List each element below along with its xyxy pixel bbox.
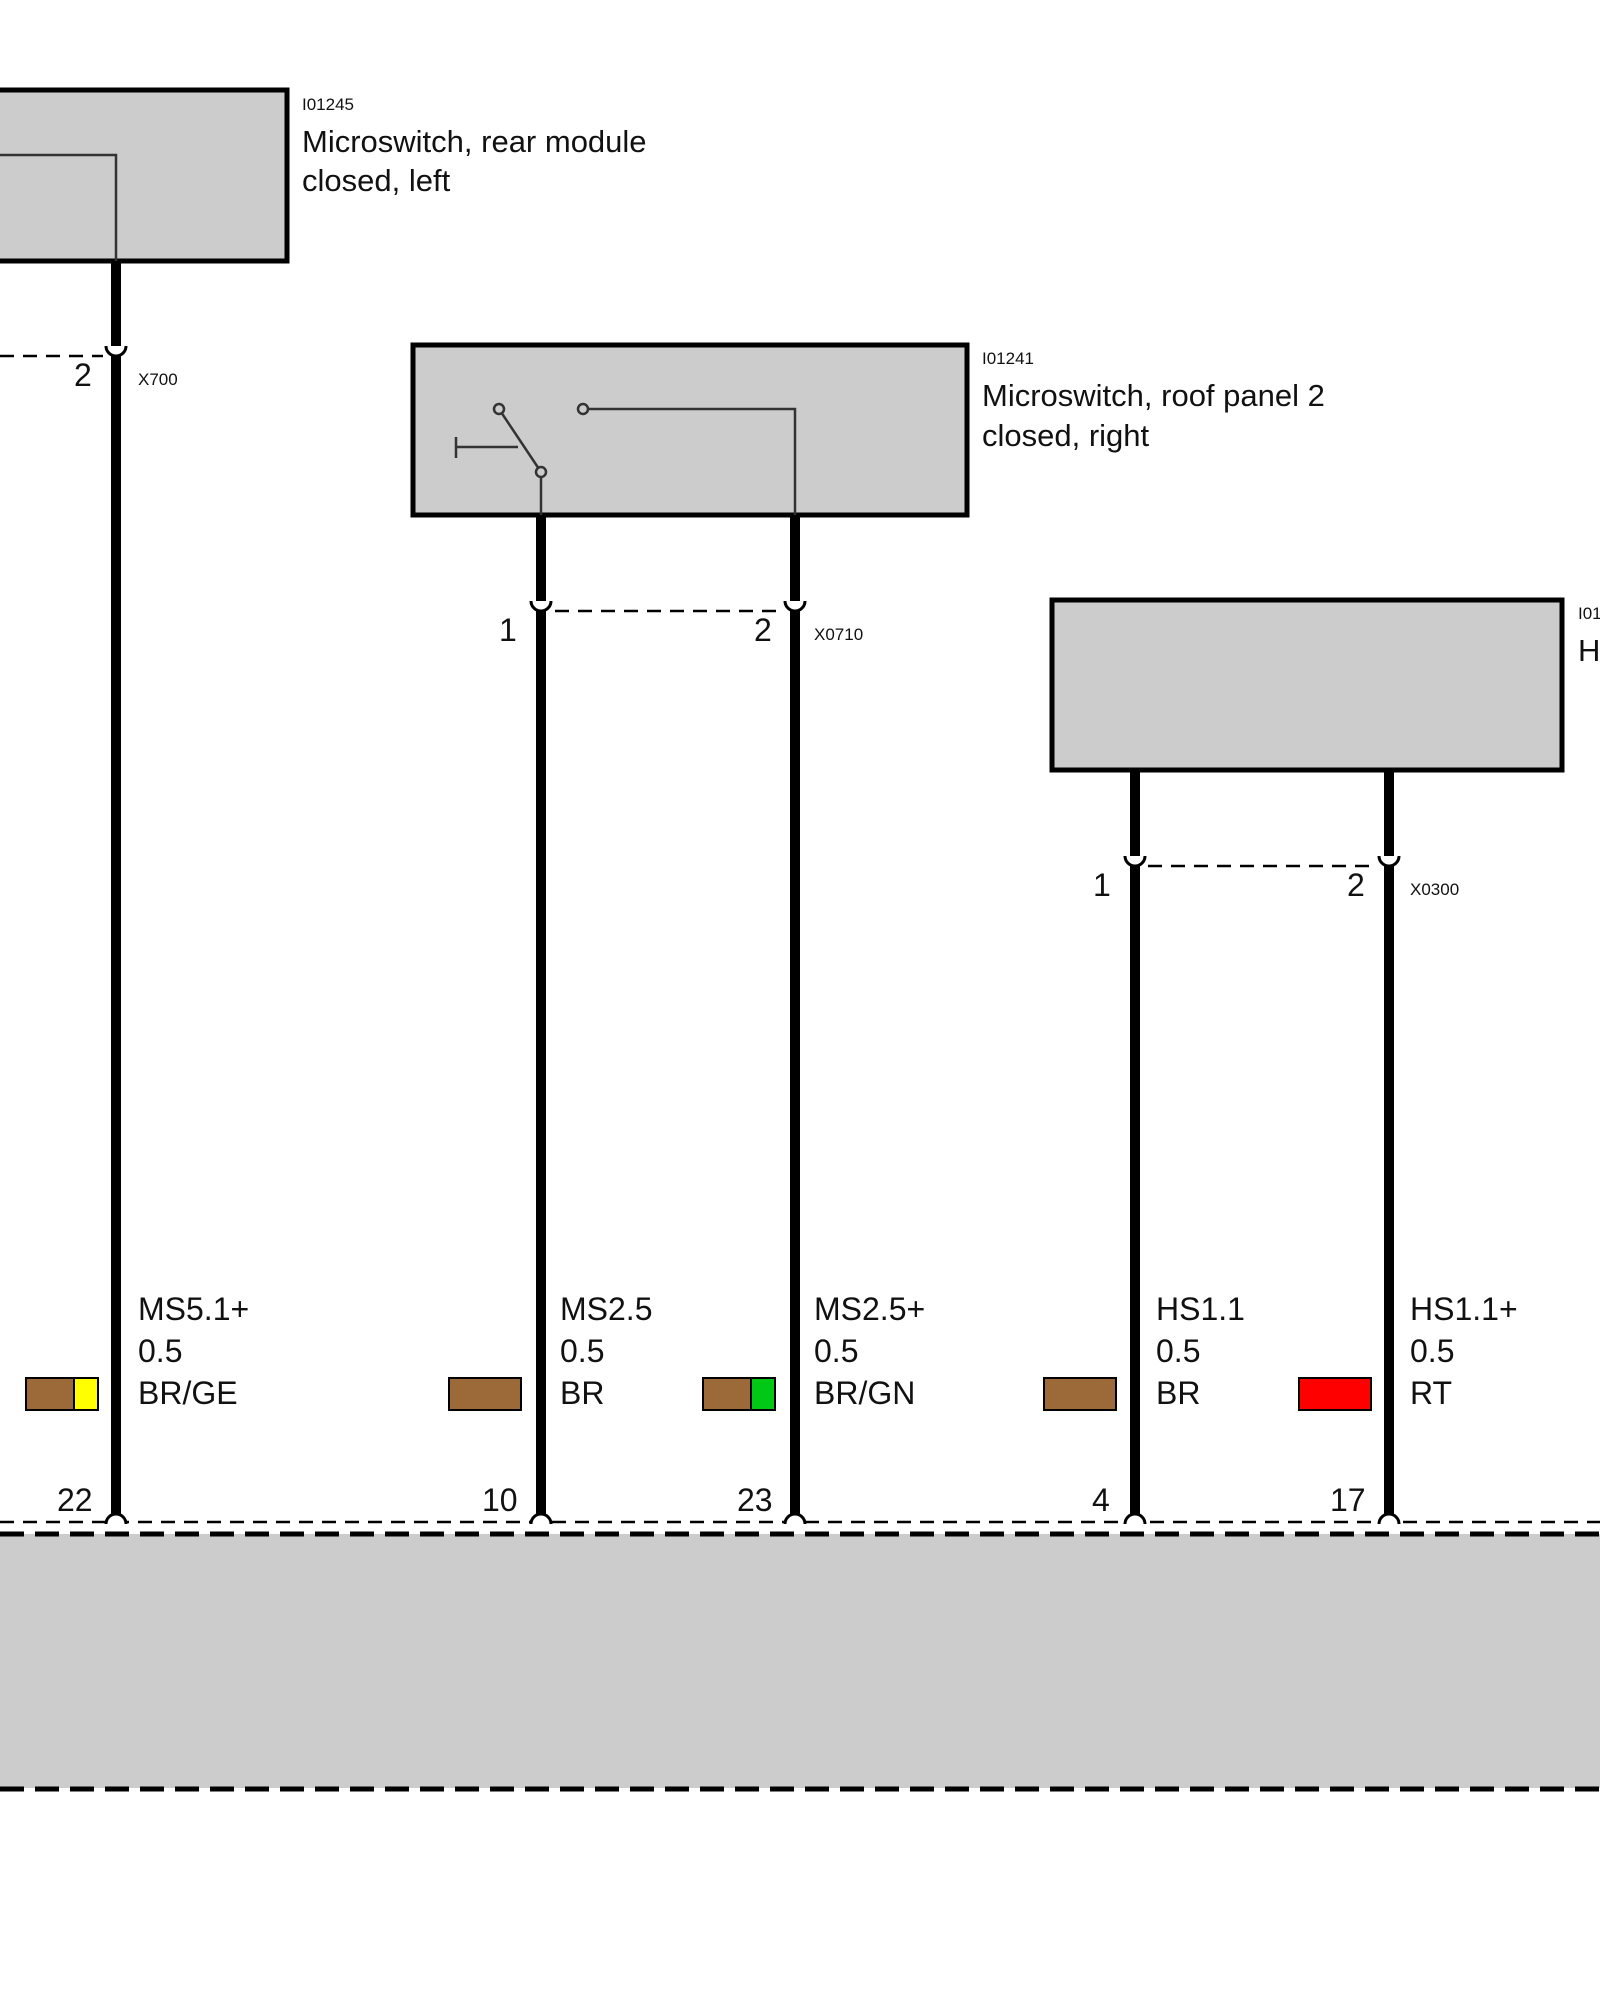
connector-name-x700: X700 [138, 370, 178, 389]
control-unit-pin-10: 10 [482, 1482, 518, 1518]
wire-label-ms2-5-plus: MS2.5+ 0.5 BR/GN [702, 1291, 925, 1411]
connector-pin-x700-2: 2 [74, 357, 92, 393]
wire-cross-section: 0.5 [560, 1333, 604, 1369]
wire-label-ms2-5: MS2.5 0.5 BR [448, 1291, 652, 1411]
wire-color-code: RT [1410, 1375, 1452, 1411]
component-box-i01245 [0, 87, 290, 264]
wire-color-swatch-green [750, 1377, 776, 1411]
control-unit-pin-23: 23 [737, 1482, 773, 1518]
wire-color-code: BR [1156, 1375, 1200, 1411]
control-unit-pin-17: 17 [1330, 1482, 1366, 1518]
wire-color-swatch-red [1298, 1377, 1372, 1411]
wire-color-swatch-brown [448, 1377, 522, 1411]
component-name-line1-i01: H [1578, 633, 1600, 668]
component-id-i01: I01 [1578, 604, 1600, 623]
component-name-line2-i01241: closed, right [982, 418, 1150, 453]
wire-label-hs1-1: HS1.1 0.5 BR [1043, 1291, 1245, 1411]
wire-color-swatch-brown [702, 1377, 752, 1411]
wire-label-ms5-1-plus: MS5.1+ 0.5 BR/GE [25, 1291, 249, 1411]
component-box-i01 [1049, 597, 1565, 773]
wire-signal: MS2.5 [560, 1291, 652, 1327]
wire-color-swatch-brown [1043, 1377, 1117, 1411]
connector-name-x0300: X0300 [1410, 880, 1459, 899]
connector-pins-bottom [104, 1512, 1401, 1525]
switch-symbol [454, 402, 797, 515]
wire-signal: MS2.5+ [814, 1291, 925, 1327]
wire-color-code: BR [560, 1375, 604, 1411]
wire-signal: HS1.1+ [1410, 1291, 1518, 1327]
component-id-i01241: I01241 [982, 349, 1034, 368]
wire-cross-section: 0.5 [1410, 1333, 1454, 1369]
control-unit-pin-22: 22 [57, 1482, 93, 1518]
connector-pin-x0710-2: 2 [754, 612, 772, 648]
wire-color-swatch-brown [25, 1377, 75, 1411]
wire-cross-section: 0.5 [1156, 1333, 1200, 1369]
control-unit-box [0, 1534, 1600, 1788]
control-unit-pin-4: 4 [1092, 1482, 1110, 1518]
component-name-line2-i01245: closed, left [302, 163, 451, 198]
wire-color-swatch-yellow [73, 1377, 99, 1411]
connector-pin-x0300-2: 2 [1347, 867, 1365, 903]
wire-signal: HS1.1 [1156, 1291, 1245, 1327]
wire-cross-section: 0.5 [138, 1333, 182, 1369]
connector-name-x0710: X0710 [814, 625, 863, 644]
component-name-line1-i01241: Microswitch, roof panel 2 [982, 378, 1325, 413]
connector-pins-top [104, 345, 1401, 868]
component-box-i01241 [410, 342, 970, 518]
wire-color-code: BR/GE [138, 1375, 238, 1411]
component-id-i01245: I01245 [302, 95, 354, 114]
connector-pin-x0710-1: 1 [499, 612, 517, 648]
internal-line-i01245 [0, 153, 118, 261]
wire-cross-section: 0.5 [814, 1333, 858, 1369]
wire-label-hs1-1-plus: HS1.1+ 0.5 RT [1298, 1291, 1518, 1411]
connector-pin-x0300-1: 1 [1093, 867, 1111, 903]
wire-color-code: BR/GN [814, 1375, 915, 1411]
wire-signal: MS5.1+ [138, 1291, 249, 1327]
component-name-line1-i01245: Microswitch, rear module [302, 124, 647, 159]
